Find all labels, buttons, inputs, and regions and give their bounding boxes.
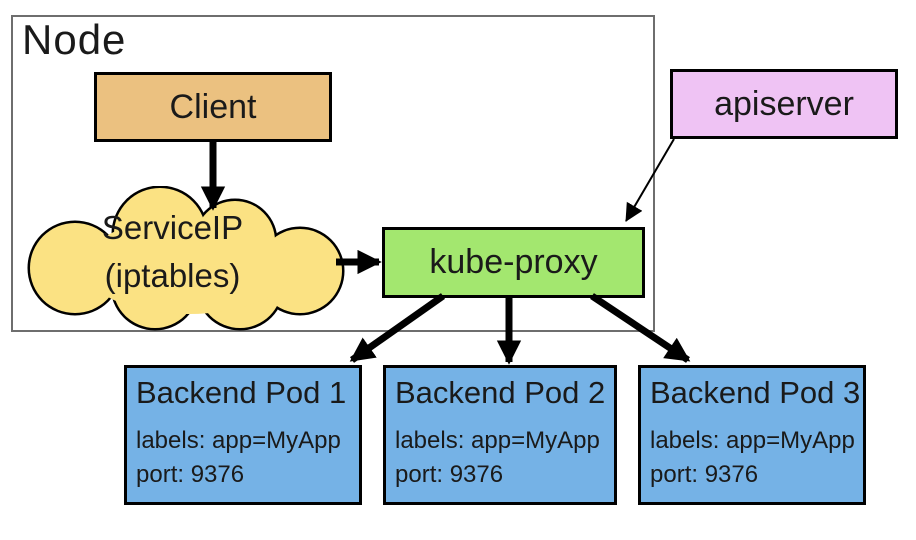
backend-pod-2-port: port: 9376 bbox=[395, 461, 504, 488]
backend-pod-1-title: Backend Pod 1 bbox=[136, 375, 347, 410]
backend-pod-2-labels: labels: app=MyApp bbox=[395, 427, 600, 454]
backend-pod-3-box: Backend Pod 3 labels: app=MyApp port: 93… bbox=[638, 365, 866, 505]
backend-pod-2-title: Backend Pod 2 bbox=[395, 375, 606, 410]
serviceip-label-line2: (iptables) bbox=[104, 257, 241, 294]
backend-pod-1-box: Backend Pod 1 labels: app=MyApp port: 93… bbox=[124, 365, 362, 505]
client-label: Client bbox=[169, 87, 257, 126]
apiserver-label: apiserver bbox=[714, 84, 854, 123]
backend-pod-3-port: port: 9376 bbox=[650, 461, 759, 488]
serviceip-cloud-shape bbox=[27, 186, 345, 331]
backend-pod-1-labels: labels: app=MyApp bbox=[136, 427, 341, 454]
node-label: Node bbox=[22, 16, 127, 63]
kube-proxy-box: kube-proxy bbox=[382, 227, 645, 298]
client-box: Client bbox=[94, 72, 332, 142]
backend-pod-3-labels: labels: app=MyApp bbox=[650, 427, 855, 454]
backend-pod-3-title: Backend Pod 3 bbox=[650, 375, 861, 410]
serviceip-label-line1: ServiceIP bbox=[101, 209, 244, 246]
backend-pod-2-box: Backend Pod 2 labels: app=MyApp port: 93… bbox=[383, 365, 617, 505]
backend-pod-1-port: port: 9376 bbox=[136, 461, 245, 488]
kube-proxy-label: kube-proxy bbox=[429, 243, 598, 281]
apiserver-box: apiserver bbox=[670, 69, 898, 139]
serviceip-label: ServiceIP (iptables) bbox=[70, 204, 275, 300]
